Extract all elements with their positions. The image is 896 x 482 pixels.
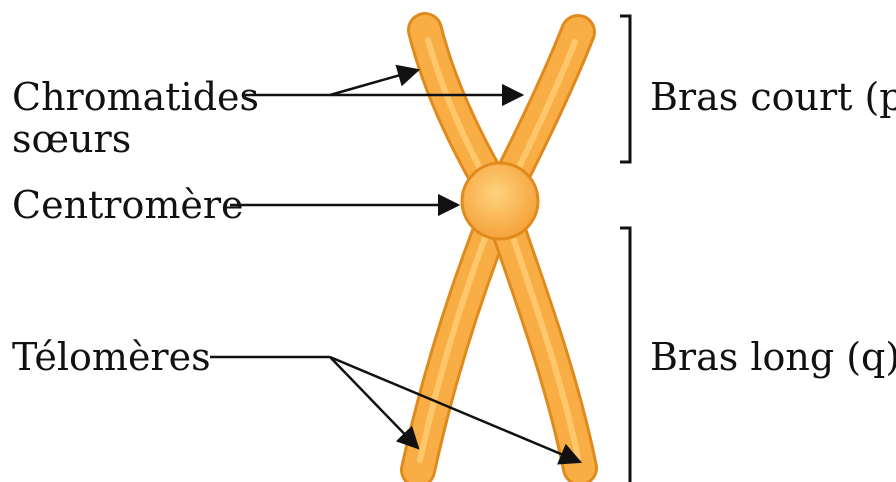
long-arm-bracket — [620, 226, 632, 482]
label-long-arm: Bras long (q) — [650, 335, 896, 379]
telomeres-pointer — [210, 355, 583, 465]
label-short-arm: Bras court (p) — [650, 75, 896, 119]
label-centromere: Centromère — [12, 183, 244, 227]
chromosome — [400, 12, 598, 482]
label-chromatids: Chromatides — [12, 75, 259, 119]
centromere — [460, 161, 540, 241]
label-telomeres: Télomères — [12, 335, 211, 379]
short-arm-bracket — [620, 14, 632, 164]
chromatids-pointer — [245, 64, 525, 107]
label-chromatids-line2: sœurs — [12, 117, 131, 161]
